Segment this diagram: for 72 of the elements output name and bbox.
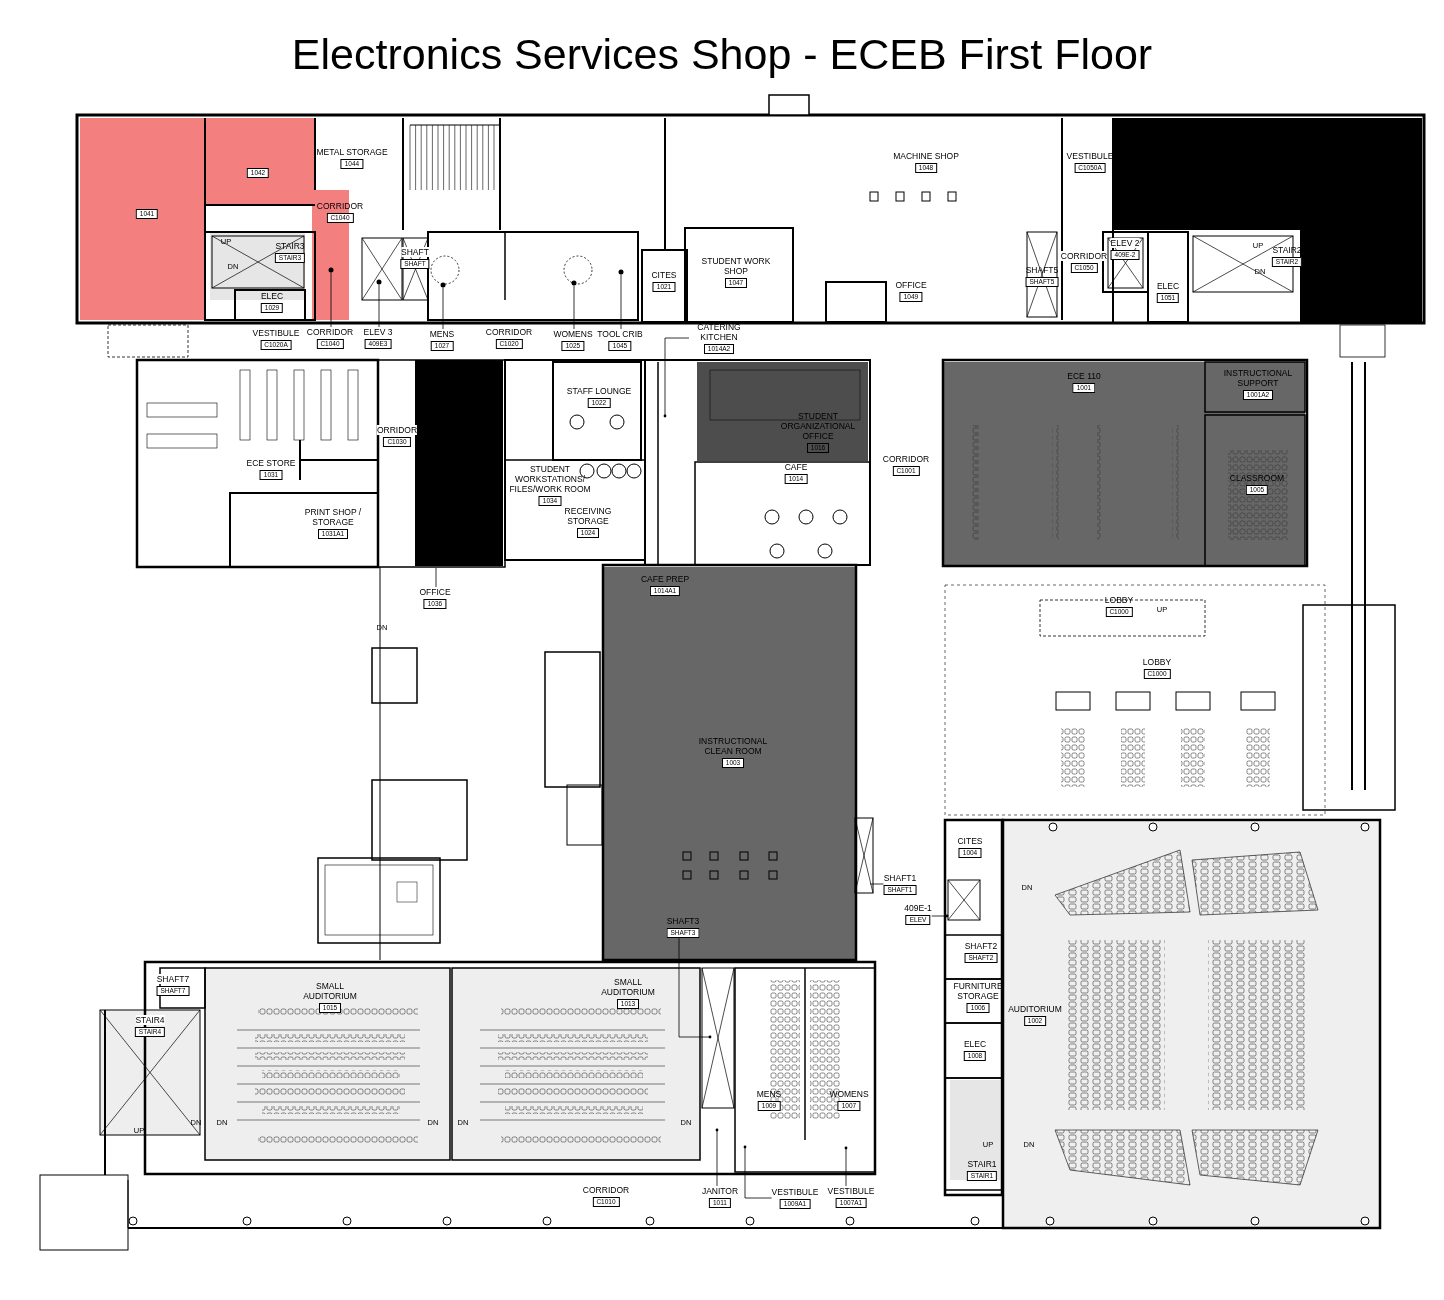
room-name: ORRIDOR [376, 425, 418, 435]
room-name: SHAFT3 [666, 916, 700, 926]
room-name: CORRIDOR [306, 327, 354, 337]
room-name: STAFF LOUNGE [566, 386, 632, 396]
leader-dot [376, 279, 382, 285]
room-name: CITES [651, 270, 677, 280]
room-name: SHAFT5 [1025, 265, 1059, 275]
room-name: WOMENS [829, 1089, 869, 1099]
room-name: CORRIDOR [1060, 251, 1108, 261]
room-name: INSTRUCTIONAL CLEAN ROOM [697, 736, 769, 756]
room-name: STUDENT WORKSTATIONS/ FILES/WORK ROOM [508, 464, 592, 494]
room-name: ECE STORE [246, 458, 296, 468]
room-name: ELEC [963, 1039, 987, 1049]
room-name: STAIR1 [967, 1159, 997, 1169]
room-name: STUDENT ORGANIZATIONAL OFFICE [779, 411, 857, 441]
room-name: VESTIBULE [1066, 151, 1114, 161]
room-name: ECE 110 [1067, 371, 1101, 381]
leader-line [869, 883, 884, 885]
room-name: TOOL CRIB [597, 329, 643, 339]
room-name: FURNITURE STORAGE [952, 981, 1004, 1001]
leader-dot [571, 280, 577, 286]
room-name: LOBBY [1104, 595, 1134, 605]
room-name: STAIR4 [135, 1015, 165, 1025]
room-name: MENS [756, 1089, 782, 1099]
room-name: MENS [429, 329, 455, 339]
room-name: CORRIDOR [882, 454, 930, 464]
room-name: CATERING KITCHEN [696, 322, 742, 342]
room-name: ELEC [1156, 281, 1180, 291]
room-name: VESTIBULE [771, 1187, 819, 1197]
room-name: CAFE PREP [640, 574, 690, 584]
room-name: OFFICE [895, 280, 927, 290]
title: Electronics Services Shop - ECEB First Floor [291, 29, 1153, 80]
room-name: PRINT SHOP / STORAGE [303, 507, 363, 527]
room-name: STAIR2 [1272, 245, 1302, 255]
room-name: ELEC [260, 291, 284, 301]
room-name: OFFICE [419, 587, 451, 597]
leader-dot [618, 269, 624, 275]
room-name: VESTIBULE [252, 328, 300, 338]
room-name: VESTIBULE [827, 1186, 875, 1196]
leader-line [442, 287, 444, 330]
room-name: CLASSROOM [1229, 473, 1285, 483]
room-name: JANITOR [701, 1186, 739, 1196]
room-name: METAL STORAGE [316, 147, 388, 157]
room-name: AUDITORIUM [1008, 1004, 1062, 1014]
leader-line [378, 284, 380, 328]
room-name: SMALL AUDITORIUM [600, 977, 656, 997]
room-name: WOMENS [553, 329, 593, 339]
room-name: ELEV 3 [363, 327, 393, 337]
room-name: STUDENT WORK SHOP [701, 256, 771, 276]
leader-dot [328, 267, 334, 273]
room-name: STAIR3 [275, 241, 305, 251]
room-name: SHAFT7 [156, 974, 190, 984]
room-name: INSTRUCTIONAL SUPPORT [1222, 368, 1294, 388]
room-name: CORRIDOR [485, 327, 533, 337]
room-name: RECEIVING STORAGE [563, 506, 613, 526]
room-name: SHAFT2 [964, 941, 998, 951]
room-name: SMALL AUDITORIUM [302, 981, 358, 1001]
room-name: ELEV 2 [1110, 238, 1140, 248]
room-name: LOBBY [1142, 657, 1172, 667]
leader-line [620, 274, 622, 330]
room-name: CAFE [784, 462, 808, 472]
room-name: SHAFT [401, 247, 429, 257]
leader-line [573, 285, 575, 330]
room-name: 409E-1 [904, 903, 932, 913]
room-name: MACHINE SHOP [893, 151, 959, 161]
room-name: CORRIDOR [582, 1185, 630, 1195]
room-name: SHAFT1 [883, 873, 917, 883]
room-name: CITES [957, 836, 983, 846]
leader-line [330, 272, 332, 328]
room-name: CORRIDOR [316, 201, 364, 211]
leader-line [435, 567, 437, 588]
leader-dot [440, 282, 446, 288]
